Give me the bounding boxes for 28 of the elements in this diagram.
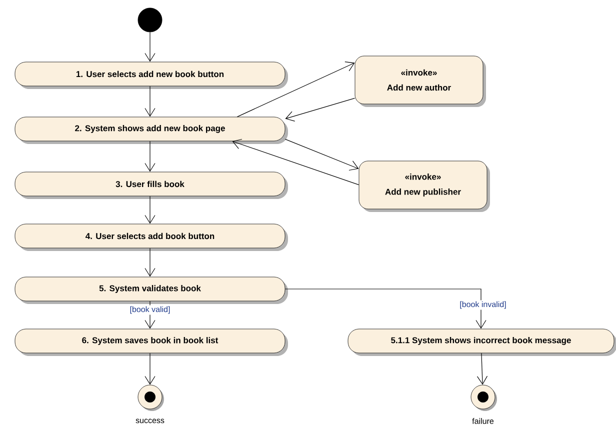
guard-label: [book invalid] xyxy=(458,300,508,310)
arrow xyxy=(144,248,156,277)
action-box: «invoke» Add new author xyxy=(354,56,486,107)
arrow xyxy=(144,196,156,224)
final-node xyxy=(470,384,497,411)
arrow xyxy=(284,288,486,329)
arrow xyxy=(232,138,360,186)
action-box: 3. User fills book xyxy=(14,172,288,199)
action-box: 5.1.1 System shows incorrect book message xyxy=(348,328,616,356)
action-box: 2. System shows add new book page xyxy=(14,116,288,144)
final-node xyxy=(138,384,164,411)
action-box: 4. User selects add book button xyxy=(14,224,288,251)
arrow xyxy=(476,352,488,385)
arrow xyxy=(284,138,359,171)
action-box: 5. System validates book xyxy=(14,276,288,304)
node-caption: failure xyxy=(472,418,494,424)
arrow xyxy=(144,140,156,172)
action-box: 1. User selects add new book button xyxy=(14,62,288,89)
arrow xyxy=(144,32,156,62)
guard-label: [book valid] xyxy=(128,305,172,315)
arrow xyxy=(236,62,355,118)
node-caption: success xyxy=(136,418,164,424)
initial-node xyxy=(138,8,162,32)
arrow xyxy=(285,98,356,122)
action-box: 6. System saves book in book list xyxy=(14,328,288,356)
arrow xyxy=(144,352,156,385)
action-box: «invoke» Add new publisher xyxy=(358,160,490,212)
arrow xyxy=(144,86,156,117)
